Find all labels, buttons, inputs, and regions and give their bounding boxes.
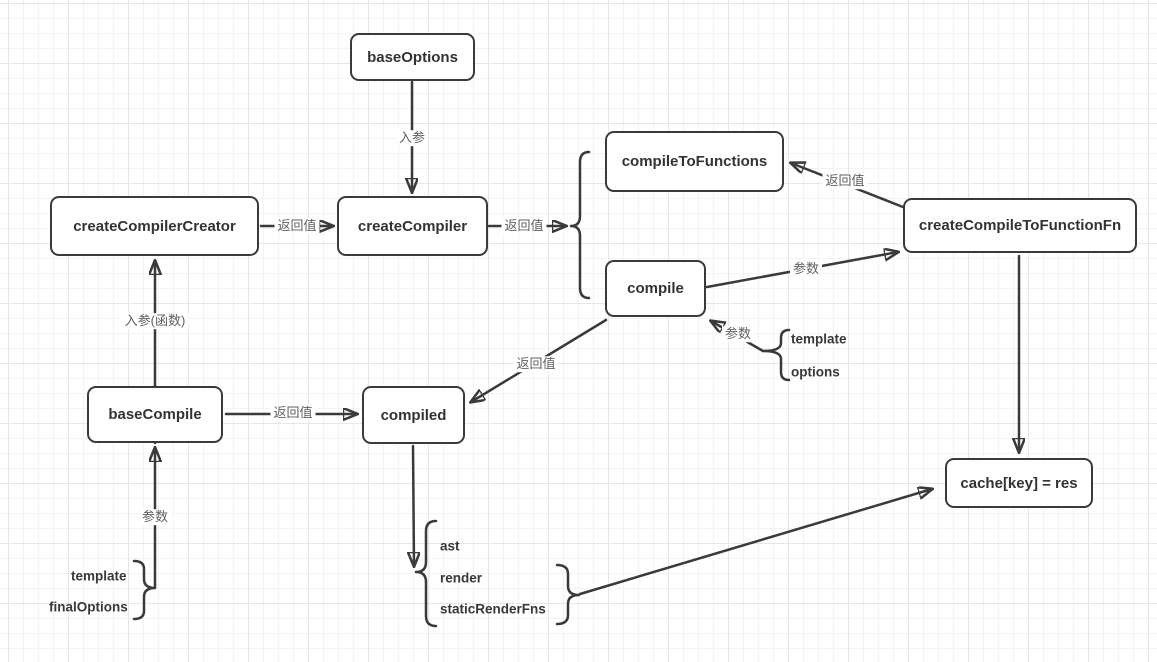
list-item-ast: ast <box>440 538 460 554</box>
node-label: compile <box>627 280 684 297</box>
list-item-template: template <box>791 331 847 347</box>
node-compiled[interactable]: compiled <box>362 386 465 444</box>
node-label: createCompilerCreator <box>73 217 236 235</box>
edge-label-input-param: 入参 <box>395 130 429 146</box>
brace-compile-params <box>761 328 791 382</box>
edge-outputs-to-cache <box>578 489 932 596</box>
list-item-template: template <box>71 568 127 584</box>
node-label: createCompileToFunctionFn <box>918 217 1122 234</box>
node-label: compileToFunctions <box>621 153 768 170</box>
node-cache-assignment[interactable]: cache[key] = res <box>945 458 1093 508</box>
edge-label-param: 参数 <box>721 326 755 342</box>
node-base-options[interactable]: baseOptions <box>350 33 475 81</box>
edge-label-param: 参数 <box>138 509 172 525</box>
node-label: cache[key] = res <box>960 474 1078 492</box>
node-label: baseOptions <box>367 48 458 66</box>
list-item-final-options: finalOptions <box>49 599 128 615</box>
node-create-compiler[interactable]: createCompiler <box>337 196 488 256</box>
edge-label-return-value: 返回值 <box>513 356 559 372</box>
node-compile-to-functions[interactable]: compileToFunctions <box>605 131 784 192</box>
edge-label-param: 参数 <box>789 261 823 277</box>
brace-outputs-to-cache <box>555 563 581 626</box>
edge-label-return-value: 返回值 <box>270 405 316 421</box>
node-label: baseCompile <box>108 406 202 423</box>
node-create-compile-to-function-fn[interactable]: createCompileToFunctionFn <box>903 198 1137 253</box>
edge-label-return-value: 返回值 <box>274 218 320 234</box>
node-create-compiler-creator[interactable]: createCompilerCreator <box>50 196 259 256</box>
brace-basecompile-params <box>132 559 157 621</box>
edge-label-return-value: 返回值 <box>822 173 868 189</box>
node-compile[interactable]: compile <box>605 260 706 317</box>
list-item-render: render <box>440 570 483 586</box>
brace-compiler-group <box>569 150 591 300</box>
edge-label-input-param-function: 入参(函数) <box>121 313 189 329</box>
edge-label-return-value: 返回值 <box>501 218 547 234</box>
list-item-options: options <box>791 364 840 380</box>
brace-compiled-outputs <box>414 519 438 628</box>
node-base-compile[interactable]: baseCompile <box>87 386 223 443</box>
node-label: compiled <box>380 406 447 424</box>
list-item-static-render-fns: staticRenderFns <box>440 601 546 617</box>
edge-compiled-to-outputs <box>413 444 414 566</box>
node-label: createCompiler <box>357 217 468 235</box>
